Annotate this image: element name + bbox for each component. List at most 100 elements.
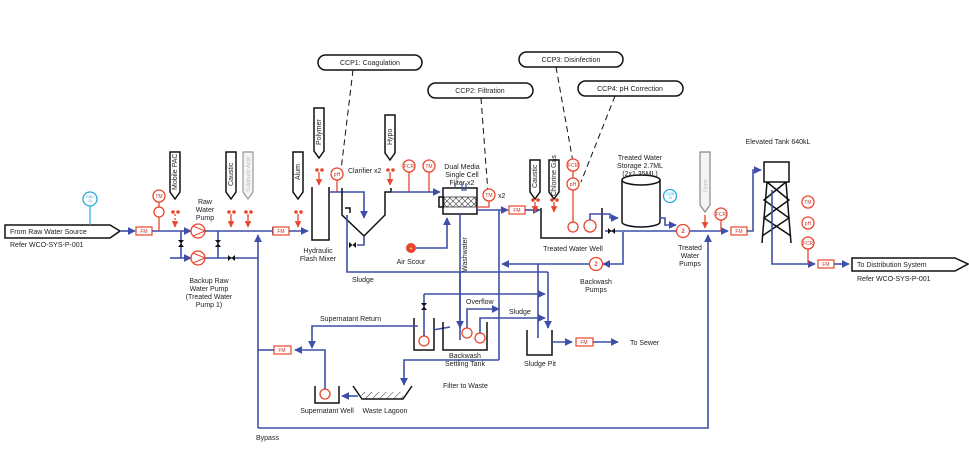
valve-clarifier-sludge[interactable] — [349, 242, 356, 248]
air-scour-blower: + Air Scour — [397, 243, 426, 266]
svg-text:TM: TM — [155, 194, 162, 200]
svg-text:Chlorine Gas: Chlorine Gas — [551, 155, 558, 196]
svg-text:Sludge Pit: Sludge Pit — [524, 361, 556, 368]
tm-filter-instrument: TM x2 — [477, 188, 506, 208]
svg-text:2: 2 — [681, 229, 685, 235]
svg-text:13: 13 — [88, 199, 92, 203]
sludge-pit: Sludge Pit — [524, 330, 556, 368]
svg-text:Raw: Raw — [198, 199, 213, 206]
chemical-tank-polymer: Polymer — [313, 107, 325, 186]
filter-count-label: x2 — [498, 193, 506, 200]
svg-text:Mobile PAC: Mobile PAC — [172, 154, 179, 190]
svg-text:Pumps: Pumps — [679, 261, 701, 268]
svg-text:Treated Water Well: Treated Water Well — [543, 246, 603, 253]
filter-to-waste-label: Filter to Waste — [443, 383, 488, 390]
raw-water-pump: Raw Water Pump — [190, 199, 215, 239]
svg-text:Treated: Treated — [678, 245, 702, 252]
svg-text:FM: FM — [580, 340, 587, 346]
svg-text:Hydraulic: Hydraulic — [303, 248, 333, 255]
svg-text:TM: TM — [485, 193, 492, 199]
svg-text:Single Cell: Single Cell — [445, 172, 479, 179]
svg-text:FM: FM — [822, 262, 829, 268]
svg-text:TM: TM — [804, 200, 811, 206]
air-scour-pipe — [416, 217, 451, 249]
fcr-clarifier-instrument: FCR — [402, 159, 416, 192]
svg-text:Water: Water — [681, 253, 700, 260]
chemical-tank-sulphuric-acid: Sulphuric Acid — [242, 151, 254, 228]
valve-supernatant[interactable] — [421, 303, 427, 310]
flow-meter-supernatant: FM — [273, 345, 292, 355]
svg-text:Caustic: Caustic — [228, 162, 235, 186]
chemical-tank-alum: Alum — [292, 151, 304, 228]
bypass-label: Bypass — [256, 435, 279, 442]
tm-raw-instrument: TM — [152, 189, 166, 231]
sludge-line — [346, 215, 548, 273]
valve-raw-2[interactable] — [215, 240, 221, 247]
svg-text:pH: pH — [334, 172, 341, 178]
chemical-tank-caustic-2: Caustic — [529, 159, 541, 213]
hydraulic-flash-mixer: Hydraulic Flash Mixer — [300, 187, 337, 263]
treated-water-pumps: 2 Treated Water Pumps — [675, 223, 702, 268]
svg-text:FCR: FCR — [803, 241, 814, 247]
ccp3-callout: CCP3: Disinfection — [518, 51, 624, 163]
svg-text:TM: TM — [425, 164, 432, 170]
svg-text:Settling Tank: Settling Tank — [445, 361, 485, 368]
svg-text:Air Scour: Air Scour — [397, 259, 426, 266]
valve-well-outlet[interactable] — [608, 228, 615, 234]
backup-pump-inlet — [180, 231, 192, 262]
svg-text:Elevated Tank 640kL: Elevated Tank 640kL — [746, 139, 811, 146]
svg-text:Polymer: Polymer — [316, 119, 323, 145]
flow-meter-treated: FM — [730, 226, 748, 236]
svg-text:2: 2 — [594, 262, 598, 268]
svg-text:FCR: FCR — [568, 163, 579, 169]
chemical-tank-hypo-2: Hypo — [699, 151, 711, 229]
svg-text:Hypo: Hypo — [387, 129, 394, 145]
ph-distribution-instrument: pH — [801, 216, 815, 230]
svg-text:FCR: FCR — [404, 164, 415, 170]
backwash-settling-tank: Backwash Settling Tank — [442, 322, 488, 368]
backwash-pumps: 2 Backwash Pumps — [580, 256, 612, 294]
svg-text:FM: FM — [277, 229, 284, 235]
flow-meter-filter-outlet: FM — [508, 205, 526, 215]
svg-text:Dual Media: Dual Media — [444, 164, 480, 171]
bypass-pipe — [258, 234, 712, 429]
elevated-tank-inlet — [747, 166, 762, 232]
svg-text:Alum: Alum — [295, 164, 302, 180]
valve-backup-outlet[interactable] — [228, 255, 235, 261]
ph-correction-instrument: pH — [566, 171, 580, 233]
supernatant-return-sump — [413, 318, 435, 351]
overflow-label: Overflow — [466, 299, 495, 306]
ccp2-callout: CCP2: Filtration — [427, 82, 534, 194]
flow-meter-sewer: FM — [575, 337, 594, 347]
ccp4-leader-line — [580, 95, 616, 183]
ccp3-leader-line — [555, 66, 574, 163]
destination-ref: Refer WCO-SYS-P-001 — [857, 276, 931, 283]
svg-text:(2x1.35ML): (2x1.35ML) — [622, 171, 657, 178]
flow-meter-distribution: FM — [817, 259, 835, 269]
treated-sample-point: CQW 13 — [662, 188, 678, 204]
ccp4-callout: CCP4: pH Correction — [577, 80, 684, 183]
source-label: From Raw Water Source — [10, 229, 87, 236]
svg-text:pH: pH — [570, 182, 577, 188]
svg-text:Water: Water — [196, 207, 215, 214]
supernatant-well-outlet — [294, 346, 326, 389]
distribution-system-destination: To Distribution System Refer WCO-SYS-P-0… — [851, 257, 969, 283]
storage-outlet-pipe — [660, 217, 677, 229]
svg-text:Storage 2.7ML: Storage 2.7ML — [617, 163, 663, 170]
svg-text:Filter x2: Filter x2 — [450, 180, 475, 187]
well-transfer-pump — [583, 219, 597, 233]
svg-text:FM: FM — [513, 208, 520, 214]
valve-raw-1[interactable] — [178, 240, 184, 247]
clarifier-sludge-drain — [357, 236, 365, 246]
to-sewer-label: To Sewer — [630, 340, 660, 347]
svg-text:Treated Water: Treated Water — [618, 155, 663, 162]
flow-meter-raw: FM — [135, 226, 153, 236]
treated-water-well: Treated Water Well — [540, 208, 603, 253]
svg-text:Backwash: Backwash — [580, 279, 612, 286]
svg-text:FM: FM — [278, 348, 285, 354]
tm-distribution-instrument: TM — [801, 195, 815, 209]
clarifier-inlet-pipe — [329, 191, 368, 219]
ccp1-label: CCP1: Coagulation — [340, 60, 400, 67]
svg-text:pH: pH — [805, 221, 812, 227]
